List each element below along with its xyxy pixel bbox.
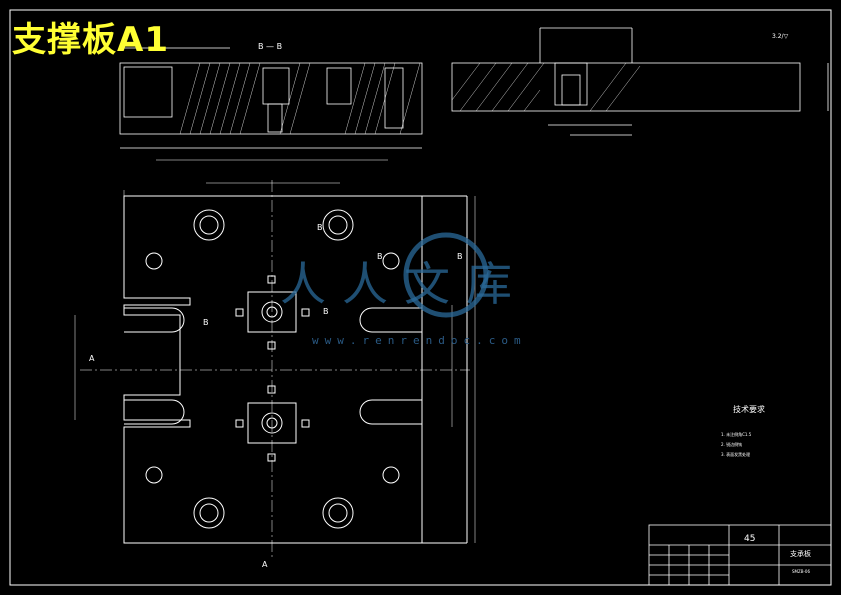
counterbore-hole [193, 209, 225, 241]
watermark-text: 人人文库 [280, 257, 528, 311]
slot-right-upper [359, 307, 422, 333]
outer-border [9, 9, 832, 586]
small-hole [382, 466, 400, 484]
tech-requirement-item: 2. 锐边倒钝 [721, 442, 743, 447]
plate-outline [123, 195, 423, 544]
drawing-title: 支撑板A1 [12, 20, 169, 60]
section-hatch [179, 62, 421, 135]
small-hole [382, 252, 400, 270]
section-mark-b: B [457, 252, 463, 261]
counterbore-holes [193, 209, 354, 529]
side-hatch [451, 62, 641, 112]
section-mark-a-top: A [89, 354, 95, 363]
section-mark-b: B [377, 252, 383, 261]
title-block-material: 45 [744, 534, 756, 544]
watermark-logo [403, 232, 489, 318]
section-mark-b: B [323, 307, 329, 316]
section-view-bb [119, 47, 423, 149]
side-view [451, 27, 829, 136]
counterbore-hole [322, 497, 354, 529]
watermark-url: www.renrendoc.com [312, 334, 527, 347]
title-block [648, 524, 832, 586]
slots [124, 307, 422, 425]
section-label-bb: B — B [258, 42, 283, 51]
section-mark-b: B [203, 318, 209, 327]
tech-requirement-item: 1. 未注倒角C1.5 [721, 432, 752, 437]
center-pockets [235, 275, 310, 462]
roughness-symbol: 3.2/▽ [772, 33, 789, 40]
slot-left-upper [124, 307, 185, 333]
small-holes [145, 252, 400, 484]
slot-left-lower [124, 399, 185, 425]
small-hole [145, 252, 163, 270]
title-block-drawing-no: SMZB-06 [792, 569, 811, 574]
pocket-lower [247, 402, 297, 444]
tech-requirements-title: 技术要求 [733, 405, 765, 414]
section-mark-b: B [317, 223, 323, 232]
plan-view [74, 159, 476, 560]
counterbore-hole [193, 497, 225, 529]
pocket-upper [247, 291, 297, 333]
small-hole [145, 466, 163, 484]
section-mark-a-bottom: A [262, 560, 268, 569]
tech-requirement-item: 3. 表面发黑处理 [721, 452, 751, 457]
title-block-part-name: 支承板 [790, 550, 811, 558]
counterbore-hole [322, 209, 354, 241]
slot-right-lower [359, 399, 422, 425]
